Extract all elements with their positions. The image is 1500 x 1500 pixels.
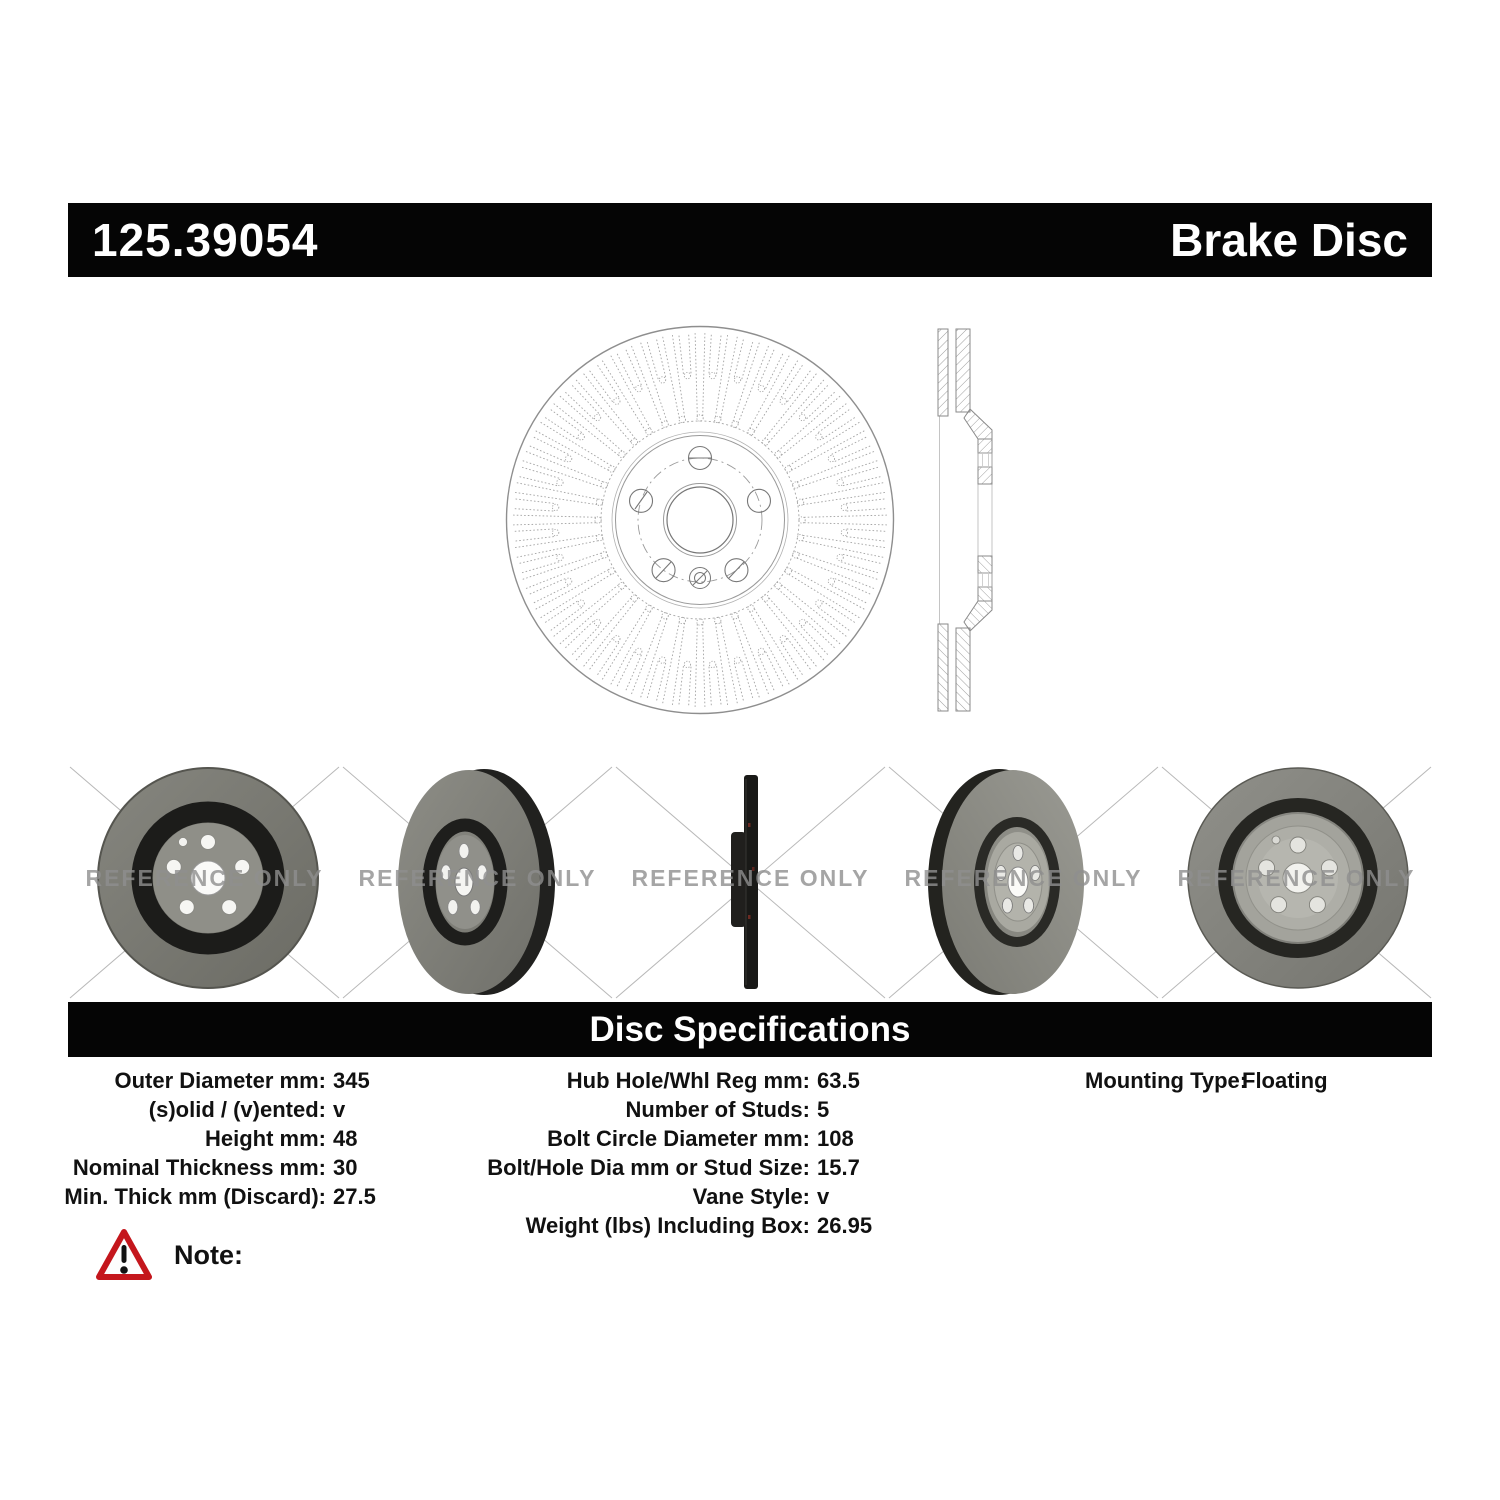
- spec-label: Hub Hole/Whl Reg mm:: [566, 1068, 810, 1093]
- spec-label: Nominal Thickness mm:: [72, 1155, 326, 1180]
- spec-label: Min. Thick mm (Discard):: [64, 1184, 326, 1209]
- reference-only-watermark: REFERENCE ONLY: [85, 865, 324, 891]
- photo-front-view: REFERENCE ONLY: [68, 765, 341, 1000]
- spec-value: v: [817, 1184, 830, 1209]
- spec-value: 30: [333, 1155, 358, 1180]
- note-row: Note:: [96, 1228, 243, 1282]
- spec-column-right: Mounting Type: Floating: [1085, 1066, 1328, 1095]
- spec-label: Vane Style:: [692, 1184, 810, 1209]
- front-view-drawing: [505, 325, 895, 715]
- spec-value: 345: [333, 1068, 370, 1093]
- spec-value: 108: [817, 1126, 854, 1151]
- reference-only-watermark: REFERENCE ONLY: [358, 865, 597, 891]
- photo-rear-hub-view: REFERENCE ONLY: [1160, 765, 1433, 1000]
- spec-value: 63.5: [817, 1068, 860, 1093]
- spec-label: Weight (lbs) Including Box:: [525, 1213, 810, 1238]
- spec-column-middle: Hub Hole/Whl Reg mm: 63.5 Number of Stud…: [470, 1066, 872, 1240]
- spec-label: Outer Diameter mm:: [114, 1068, 326, 1093]
- reference-only-watermark: REFERENCE ONLY: [1177, 865, 1416, 891]
- spec-label: Bolt Circle Diameter mm:: [547, 1126, 810, 1151]
- reference-only-watermark: REFERENCE ONLY: [631, 865, 870, 891]
- spec-label: Height mm:: [205, 1126, 326, 1151]
- reference-only-watermark: REFERENCE ONLY: [904, 865, 1143, 891]
- spec-column-left: Outer Diameter mm: 345 (s)olid / (v)ente…: [64, 1066, 376, 1211]
- spec-value: v: [333, 1097, 346, 1122]
- spec-section-title: Disc Specifications: [589, 1009, 911, 1049]
- spec-label: Bolt/Hole Dia mm or Stud Size:: [487, 1155, 810, 1180]
- spec-value: 26.95: [817, 1213, 873, 1238]
- photo-edge-view: REFERENCE ONLY: [614, 765, 887, 1000]
- warning-triangle-icon: [96, 1229, 152, 1280]
- spec-label: (s)olid / (v)ented:: [148, 1097, 326, 1122]
- cross-section-drawing: [937, 328, 993, 712]
- note-label: Note:: [174, 1239, 243, 1270]
- spec-label: Number of Studs:: [625, 1097, 810, 1122]
- spec-section-header: Disc Specifications: [68, 1002, 1432, 1057]
- photo-angled-rear-view: REFERENCE ONLY: [887, 765, 1160, 1000]
- spec-value: 48: [333, 1126, 358, 1151]
- photo-angled-front-view: REFERENCE ONLY: [341, 765, 614, 1000]
- spec-value: 15.7: [817, 1155, 860, 1180]
- part-number: 125.39054: [92, 214, 319, 266]
- spec-value: 27.5: [333, 1184, 376, 1209]
- header-bar: 125.39054 Brake Disc: [68, 203, 1432, 277]
- technical-drawing: [505, 325, 993, 715]
- spec-value: Floating: [1242, 1068, 1328, 1093]
- spec-value: 5: [817, 1097, 830, 1122]
- spec-label: Mounting Type:: [1085, 1068, 1248, 1093]
- product-name: Brake Disc: [1170, 214, 1408, 266]
- product-photo-row: REFERENCE ONLY: [68, 765, 1433, 1000]
